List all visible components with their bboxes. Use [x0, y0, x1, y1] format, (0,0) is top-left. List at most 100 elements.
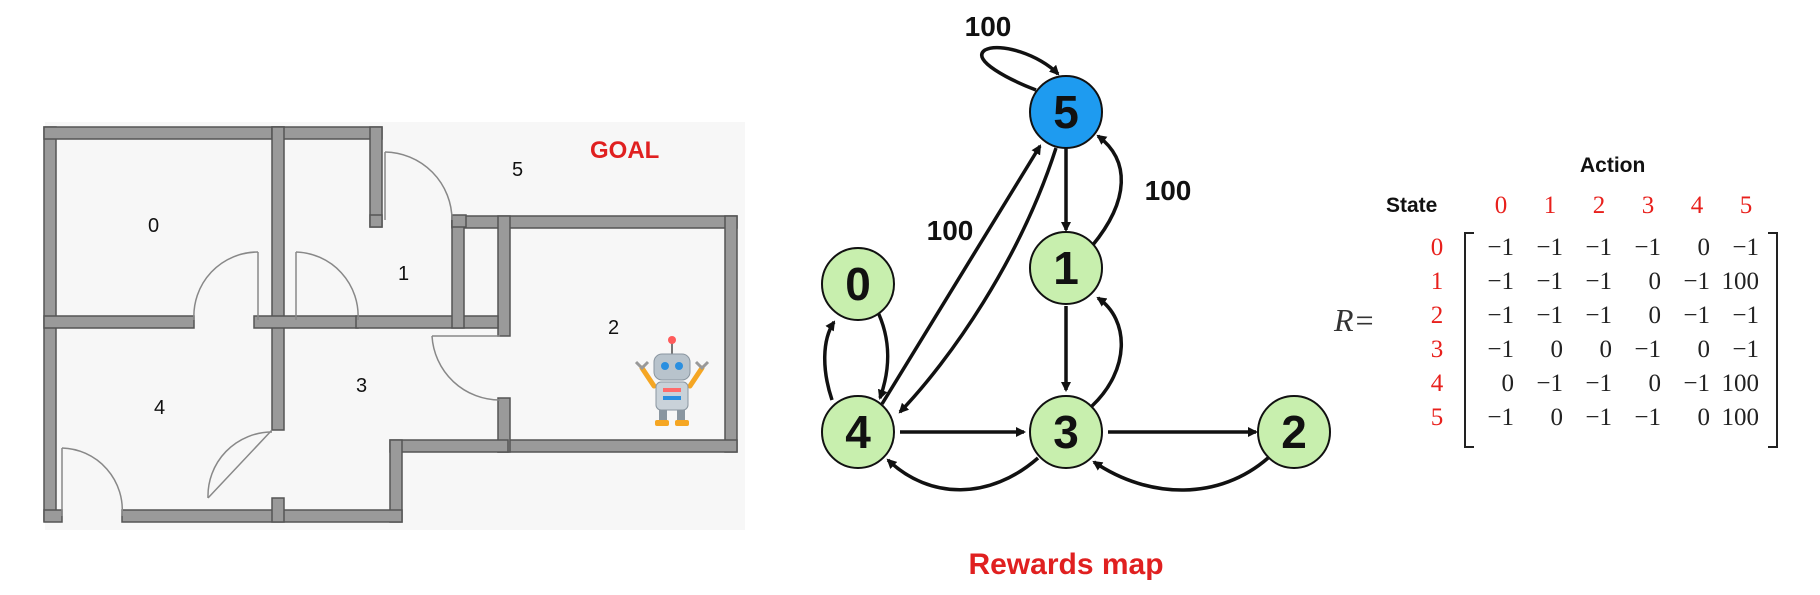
matrix-symbol: R=	[1334, 302, 1376, 338]
matrix-right-bracket	[1768, 232, 1778, 448]
matrix-cell: −1	[1732, 234, 1759, 261]
matrix-cell: −1	[1585, 234, 1612, 261]
node-5: 5	[1029, 75, 1103, 149]
node-1: 1	[1029, 231, 1103, 305]
rewards-graph-drawing: 5 1 0 4 3 2 100 100	[821, 11, 1331, 581]
room-label-3: 3	[356, 375, 367, 397]
matrix-cell: −1	[1634, 234, 1661, 261]
matrix-cell: −1	[1536, 370, 1563, 397]
column-index: 2	[1592, 192, 1606, 219]
doors	[61, 151, 501, 517]
matrix-cell: −1	[1585, 404, 1612, 431]
column-index: 5	[1739, 192, 1753, 219]
floor-plan: 0 1 2 3 4 5 GOAL	[0, 0, 760, 590]
row-index: 1	[1430, 268, 1444, 295]
matrix-cell: −1	[1683, 302, 1710, 329]
action-header: Action	[1580, 154, 1646, 177]
matrix-cell: −1	[1732, 302, 1759, 329]
row-index: 4	[1430, 370, 1444, 397]
node-5-label: 5	[1053, 86, 1079, 138]
edge-0-4	[874, 307, 890, 400]
matrix-cell: −1	[1487, 268, 1514, 295]
room-label-0: 0	[148, 215, 159, 237]
edge-4-0	[823, 320, 836, 401]
matrix-left-bracket	[1464, 232, 1474, 448]
edge-label-1-5: 100	[1145, 175, 1192, 206]
column-index: 4	[1690, 192, 1704, 219]
matrix-cell: −1	[1634, 404, 1661, 431]
graph-edges	[823, 45, 1270, 492]
row-index: 5	[1430, 404, 1444, 431]
matrix-cell: 0	[1550, 336, 1564, 363]
matrix-cell: 100	[1721, 268, 1760, 295]
matrix-cell: −1	[1683, 268, 1710, 295]
matrix-cell: −1	[1683, 370, 1710, 397]
matrix-cell: 0	[1648, 302, 1662, 329]
row-index: 3	[1430, 336, 1444, 363]
node-0-circle	[821, 247, 895, 321]
matrix-cell: −1	[1487, 234, 1514, 261]
node-1-circle	[1029, 231, 1103, 305]
matrix-cell: −1	[1732, 336, 1759, 363]
matrix-cell: −1	[1634, 336, 1661, 363]
column-index: 1	[1543, 192, 1557, 219]
matrix-cell: 0	[1697, 234, 1711, 261]
matrix-cell: −1	[1536, 234, 1563, 261]
floor-plan-drawing: 0 1 2 3 4 5 GOAL	[43, 122, 745, 530]
robot-icon	[634, 336, 710, 426]
matrix-cell: −1	[1536, 302, 1563, 329]
goal-label: GOAL	[590, 137, 659, 164]
matrix-cell: 0	[1550, 404, 1564, 431]
matrix-cell: 100	[1721, 404, 1760, 431]
matrix-cell: −1	[1487, 336, 1514, 363]
matrix-cell: 100	[1721, 370, 1760, 397]
edge-1-5	[1090, 134, 1123, 248]
matrix-cell: −1	[1487, 404, 1514, 431]
matrix-cell: −1	[1585, 302, 1612, 329]
matrix-cell: −1	[1536, 268, 1563, 295]
matrix-cell: 0	[1648, 370, 1662, 397]
row-index: 0	[1430, 234, 1444, 261]
edge-5-4	[898, 147, 1058, 414]
reward-matrix: Action State 0 1 2 3 4 5 0 −1 −1 −1 −1 0 −1 1 −1 −1 −1 0…	[1330, 140, 1820, 480]
edge-4-5	[880, 144, 1042, 405]
node-4: 4	[821, 395, 895, 469]
matrix-cell: 0	[1599, 336, 1613, 363]
node-3: 3	[1029, 395, 1103, 469]
room-label-2: 2	[608, 317, 619, 339]
rewards-map-caption: Rewards map	[968, 548, 1163, 581]
room-label-5: 5	[512, 159, 523, 181]
column-index: 3	[1641, 192, 1655, 219]
state-header: State	[1386, 194, 1438, 217]
node-2: 2	[1257, 395, 1331, 469]
edge-label-4-5: 100	[927, 215, 974, 246]
edge-3-1	[1090, 296, 1123, 408]
column-index: 0	[1494, 192, 1508, 219]
node-5-circle	[1029, 75, 1103, 149]
node-2-circle	[1257, 395, 1331, 469]
edge-5-5	[980, 45, 1060, 92]
room-label-1: 1	[398, 263, 409, 285]
node-2-label: 2	[1281, 406, 1307, 458]
node-3-label: 3	[1053, 406, 1079, 458]
matrix-cell: −1	[1487, 302, 1514, 329]
node-3-circle	[1029, 395, 1103, 469]
node-0: 0	[821, 247, 895, 321]
node-4-circle	[821, 395, 895, 469]
node-4-label: 4	[845, 406, 871, 458]
rewards-graph: 5 1 0 4 3 2 100 100	[760, 0, 1340, 590]
edge-label-5-5: 100	[965, 11, 1012, 42]
matrix-cell: 0	[1697, 404, 1711, 431]
row-index: 2	[1430, 302, 1444, 329]
matrix-cell: −1	[1585, 370, 1612, 397]
room-label-4: 4	[154, 397, 165, 419]
matrix-cell: −1	[1585, 268, 1612, 295]
node-0-label: 0	[845, 258, 871, 310]
edge-3-4	[886, 456, 1040, 492]
matrix-cell: 0	[1697, 336, 1711, 363]
edge-2-3	[1092, 456, 1270, 492]
graph-nodes: 5 1 0 4 3 2	[821, 75, 1331, 469]
matrix-cell: 0	[1648, 268, 1662, 295]
matrix-cell: 0	[1501, 370, 1515, 397]
node-1-label: 1	[1053, 242, 1079, 294]
